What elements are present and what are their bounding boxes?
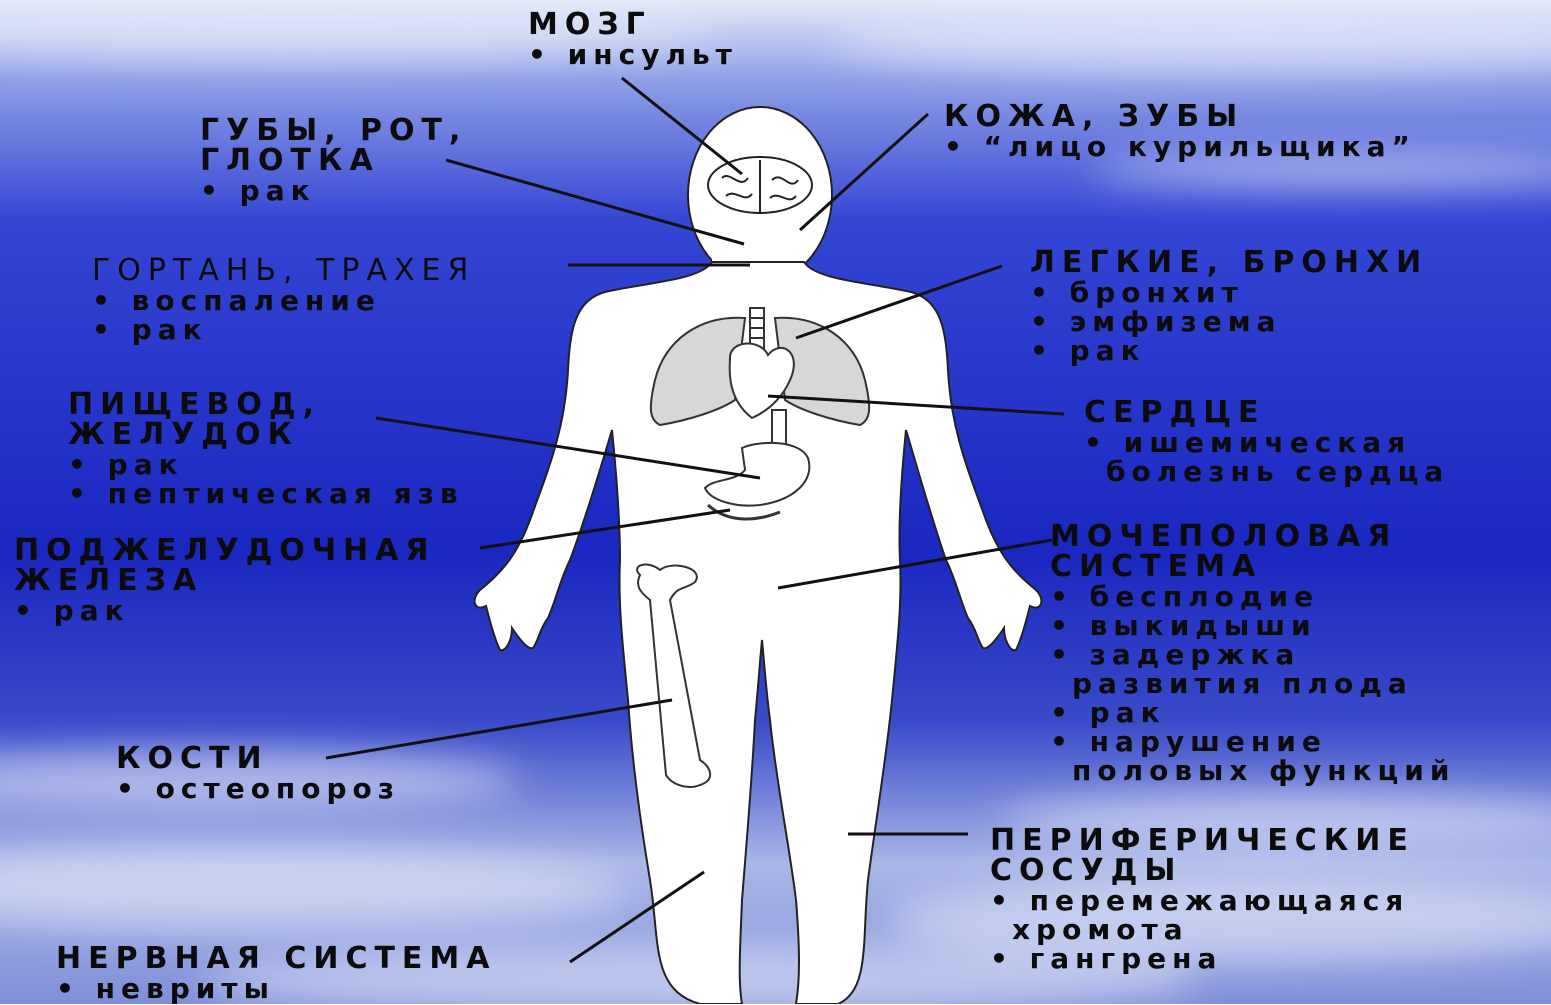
urogenital-effect-item: • рак xyxy=(1050,698,1456,727)
urogenital-effect-item: • бесплодие xyxy=(1050,582,1456,611)
lips-effect-item: • рак xyxy=(200,176,467,205)
skin-effects-list: • “лицо курильщика” xyxy=(944,132,1416,161)
brain-title-line: МОЗГ xyxy=(528,10,738,40)
larynx-effects-list: • воспаление• рак xyxy=(92,286,475,344)
urogenital-title-line: СИСТЕМА xyxy=(1050,552,1456,582)
esophagus-effect-item: • пептическая язв xyxy=(68,479,464,508)
nerves-title-line: НЕРВНАЯ СИСТЕМА xyxy=(56,944,497,974)
bones-effects-list: • остеопороз xyxy=(116,774,400,803)
esophagus-title-line: ЖЕЛУДОК xyxy=(68,420,464,450)
vessels-effect-item: • перемежающаяся xyxy=(990,886,1415,915)
urogenital-effect-item: половых функций xyxy=(1050,756,1456,785)
label-bones: КОСТИ• остеопороз xyxy=(116,744,400,803)
pancreas-title-line: ПОДЖЕЛУДОЧНАЯ xyxy=(14,536,435,566)
lips-title-line: ГЛОТКА xyxy=(200,146,467,176)
pancreas-effects-list: • рак xyxy=(14,596,435,625)
lungs-effect-item: • эмфизема xyxy=(1030,307,1428,336)
skin-effect-item: • “лицо курильщика” xyxy=(944,132,1416,161)
vessels-effect-item: хромота xyxy=(990,915,1415,944)
heart-effect-item: • ишемическая xyxy=(1084,428,1449,457)
brain-effect-item: • инсульт xyxy=(528,40,738,69)
bones-effect-item: • остеопороз xyxy=(116,774,400,803)
larynx-title-line: ГОРТАНЬ, ТРАХЕЯ xyxy=(92,256,475,286)
label-esophagus: ПИЩЕВОД,ЖЕЛУДОК• рак• пептическая язв xyxy=(68,390,464,508)
label-lungs: ЛЕГКИЕ, БРОНХИ• бронхит• эмфизема• рак xyxy=(1030,248,1428,365)
esophagus-effect-item: • рак xyxy=(68,450,464,479)
pancreas-title-line: ЖЕЛЕЗА xyxy=(14,566,435,596)
larynx-effect-item: • воспаление xyxy=(92,286,475,315)
urogenital-effect-item: • нарушение xyxy=(1050,727,1456,756)
lungs-effects-list: • бронхит• эмфизема• рак xyxy=(1030,278,1428,365)
vessels-title-line: СОСУДЫ xyxy=(990,856,1415,886)
label-lips: ГУБЫ, РОТ,ГЛОТКА• рак xyxy=(200,116,467,205)
lips-effects-list: • рак xyxy=(200,176,467,205)
skin-title-line: КОЖА, ЗУБЫ xyxy=(944,102,1416,132)
urogenital-title-line: МОЧЕПОЛОВАЯ xyxy=(1050,522,1456,552)
nerves-effect-item: • невриты xyxy=(56,974,497,1003)
lungs-effect-item: • рак xyxy=(1030,336,1428,365)
pancreas-effect-item: • рак xyxy=(14,596,435,625)
label-skin: КОЖА, ЗУБЫ• “лицо курильщика” xyxy=(944,102,1416,161)
lungs-effect-item: • бронхит xyxy=(1030,278,1428,307)
brain-drawing xyxy=(708,157,812,213)
lips-title-line: ГУБЫ, РОТ, xyxy=(200,116,467,146)
label-brain: МОЗГ• инсульт xyxy=(528,10,738,69)
nerves-effects-list: • невриты xyxy=(56,974,497,1003)
urogenital-effect-item: • задержка xyxy=(1050,640,1456,669)
bones-title-line: КОСТИ xyxy=(116,744,400,774)
label-nerves: НЕРВНАЯ СИСТЕМА• невриты xyxy=(56,944,497,1003)
urogenital-effect-item: • выкидыши xyxy=(1050,611,1456,640)
esophagus-title-line: ПИЩЕВОД, xyxy=(68,390,464,420)
larynx-effect-item: • рак xyxy=(92,315,475,344)
label-larynx: ГОРТАНЬ, ТРАХЕЯ• воспаление• рак xyxy=(92,256,475,344)
vessels-effect-item: • гангрена xyxy=(990,944,1415,973)
heart-effect-item: болезнь сердца xyxy=(1084,457,1449,486)
lungs-title-line: ЛЕГКИЕ, БРОНХИ xyxy=(1030,248,1428,278)
urogenital-effect-item: развития плода xyxy=(1050,669,1456,698)
heart-title-line: СЕРДЦЕ xyxy=(1084,398,1449,428)
brain-effects-list: • инсульт xyxy=(528,40,738,69)
esophagus-effects-list: • рак• пептическая язв xyxy=(68,450,464,508)
vessels-title-line: ПЕРИФЕРИЧЕСКИЕ xyxy=(990,826,1415,856)
